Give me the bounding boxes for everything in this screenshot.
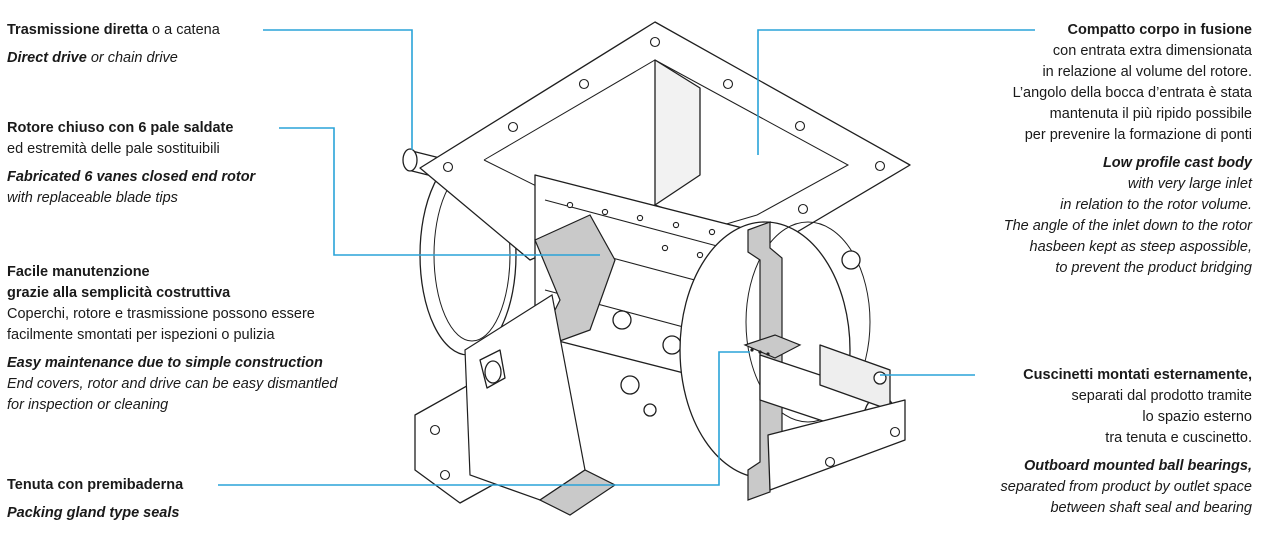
label-body-it-bold: Compatto corpo in fusione — [1067, 22, 1252, 38]
label-body-en-bold: Low profile cast body — [1102, 155, 1252, 171]
label-maintenance-en-bold: Easy maintenance due to simple construct… — [7, 355, 323, 371]
label-rotor: Rotore chiuso con 6 pale saldate ed estr… — [7, 118, 255, 209]
label-bearings-it-line-1: separati dal prodotto tramite — [1071, 388, 1252, 404]
label-maintenance-it-line3: Coperchi, rotore e trasmissione possono … — [7, 306, 315, 322]
label-drive-it-bold: Trasmissione diretta — [7, 22, 149, 38]
label-body-en-line-1: with very large inlet — [1127, 176, 1252, 192]
label-body-en-line-5: to prevent the product bridging — [1055, 260, 1252, 276]
label-drive-it: Trasmissione diretta o a catena — [7, 20, 220, 41]
label-rotor-it-line2: ed estremità delle pale sostituibili — [7, 141, 220, 157]
label-bearings: Cuscinetti montati esternamente, separat… — [1001, 365, 1252, 519]
label-maintenance-en-line2: End covers, rotor and drive can be easy … — [7, 376, 338, 392]
label-bearings-en-line-2: between shaft seal and bearing — [1050, 500, 1252, 516]
label-rotor-en-bold: Fabricated 6 vanes closed end rotor — [7, 169, 256, 185]
label-drive-en-bold: Direct drive — [7, 50, 87, 66]
label-bearings-it-bold: Cuscinetti montati esternamente, — [1023, 367, 1252, 383]
label-body-en-line-4: hasbeen kept as steep aspossible, — [1029, 239, 1252, 255]
label-maintenance-it-bold-2: grazie alla semplicità costruttiva — [7, 285, 231, 301]
leader-line-drive — [263, 29, 413, 150]
label-body-en-line-3: The angle of the inlet down to the rotor — [1003, 218, 1252, 234]
rotary-valve-illustration — [402, 21, 911, 516]
label-body-it-line-2: in relazione al volume del rotore. — [1042, 64, 1252, 80]
label-maintenance-en-line3: for inspection or cleaning — [7, 397, 169, 413]
label-maintenance-it-bold-1: Facile manutenzione — [7, 264, 150, 280]
label-drive-en: Direct drive or chain drive — [7, 48, 220, 69]
leader-line-rotor — [279, 127, 600, 256]
label-bearings-it-line-3: tra tenuta e cuscinetto. — [1105, 430, 1252, 446]
label-bearings-it-line-2: lo spazio esterno — [1142, 409, 1252, 425]
label-bearings-en-bold: Outboard mounted ball bearings, — [1024, 458, 1252, 474]
label-maintenance-it-line4: facilmente smontati per ispezioni o puli… — [7, 327, 275, 343]
leader-line-body — [757, 29, 1035, 155]
label-rotor-it-bold: Rotore chiuso con 6 pale saldate — [7, 120, 234, 136]
leader-line-seal — [218, 351, 750, 486]
label-body: Compatto corpo in fusione con entrata ex… — [1004, 20, 1252, 279]
label-seal-en-bold: Packing gland type seals — [7, 505, 180, 521]
label-rotor-en-line2: with replaceable blade tips — [7, 190, 178, 206]
label-seal: Tenuta con premibaderna Packing gland ty… — [7, 475, 183, 524]
label-drive-it-rest: o a catena — [148, 22, 220, 38]
label-body-it-line-3: L’angolo della bocca d’entrata è stata — [1012, 85, 1252, 101]
label-bearings-en-line-1: separated from product by outlet space — [1000, 479, 1252, 495]
label-seal-it-bold: Tenuta con premibaderna — [7, 477, 184, 493]
label-maintenance: Facile manutenzione grazie alla semplici… — [7, 262, 337, 416]
label-body-it-line-4: mantenuta il più ripido possibile — [1049, 106, 1252, 122]
label-drive-en-rest: or chain drive — [86, 50, 178, 66]
label-body-it-line-5: per prevenire la formazione di ponti — [1024, 127, 1252, 143]
label-body-en-line-2: in relation to the rotor volume. — [1060, 197, 1252, 213]
label-body-it-line-1: con entrata extra dimensionata — [1052, 43, 1252, 59]
label-drive: Trasmissione diretta o a catena Direct d… — [7, 20, 220, 69]
